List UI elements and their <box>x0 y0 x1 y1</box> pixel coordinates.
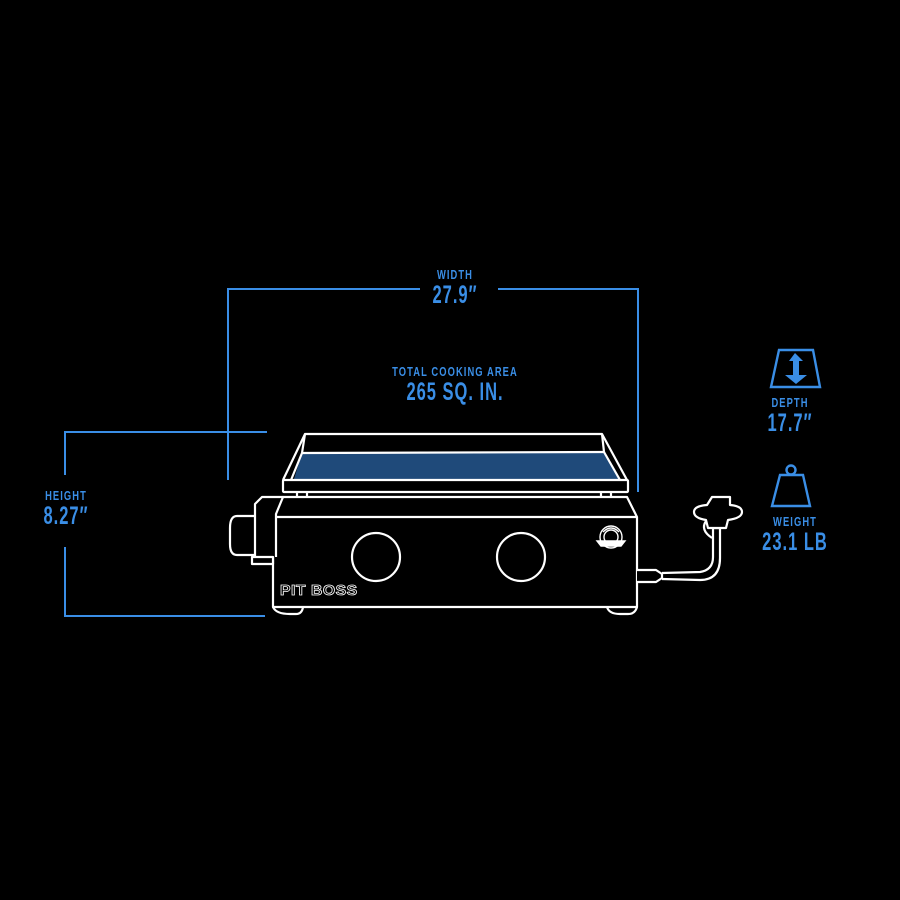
height-value: 8.27″ <box>43 502 89 530</box>
depth-dimension-label: DEPTH 17.7″ <box>740 396 840 436</box>
burner-knob-right <box>495 531 547 583</box>
width-dimension-label: WIDTH 27.9″ <box>395 268 515 308</box>
cooking-area-value: 265 SQ. IN. <box>406 378 504 406</box>
height-title: HEIGHT <box>45 488 87 503</box>
weight-label: WEIGHT 23.1 LB <box>740 515 850 555</box>
height-dimension-label: HEIGHT 8.27″ <box>16 489 116 529</box>
width-value: 27.9″ <box>432 281 478 309</box>
weight-title: WEIGHT <box>773 514 817 529</box>
depth-title: DEPTH <box>771 395 809 410</box>
gas-regulator <box>637 495 744 584</box>
brand-logo-text: PIT BOSS <box>280 582 358 600</box>
cooking-area-label: TOTAL COOKING AREA 265 SQ. IN. <box>355 365 555 405</box>
griddle-body <box>271 495 639 616</box>
width-dimension-bracket <box>227 288 639 492</box>
width-title: WIDTH <box>436 267 474 282</box>
depth-value: 17.7″ <box>767 409 813 437</box>
depth-arrow-icon <box>769 348 822 389</box>
side-ignition-housing <box>228 495 285 566</box>
burner-knob-left <box>350 531 402 583</box>
height-dimension-bracket <box>64 431 267 617</box>
cooking-area-title: TOTAL COOKING AREA <box>392 364 518 379</box>
weight-value: 23.1 LB <box>762 528 828 556</box>
weight-icon <box>770 464 812 508</box>
griddle-top <box>281 432 630 506</box>
cooking-surface <box>294 453 620 479</box>
pit-boss-emblem-icon <box>595 525 627 549</box>
